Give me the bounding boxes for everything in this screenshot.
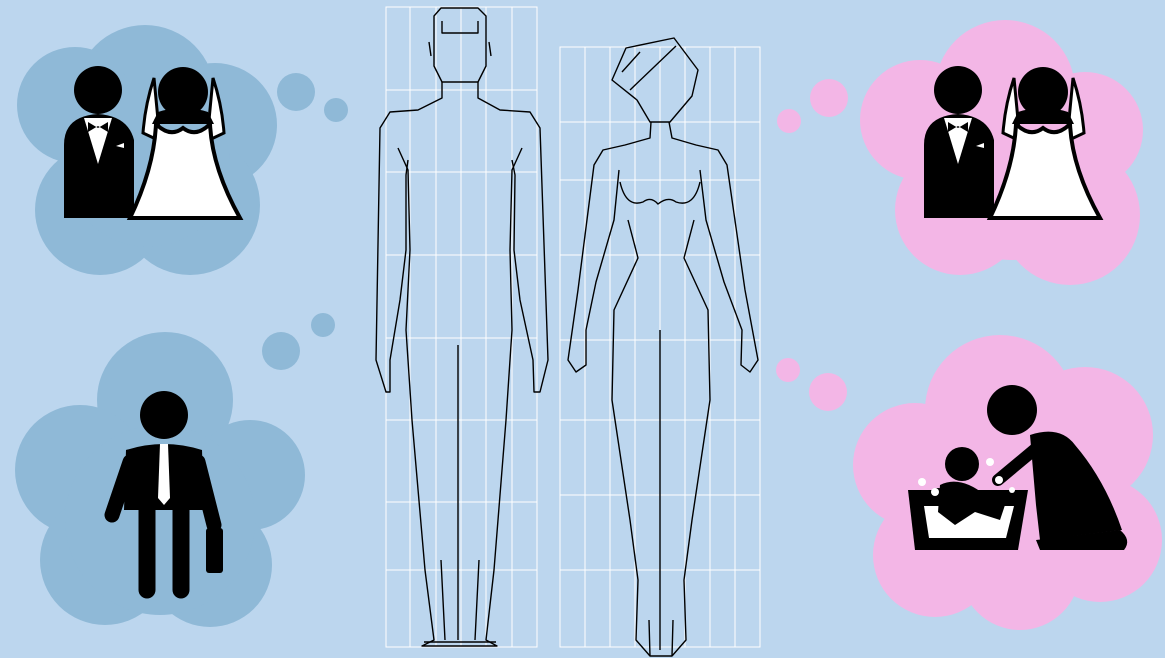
male-thought-wedding xyxy=(17,25,348,275)
female-thought-wedding xyxy=(777,20,1143,285)
female-thought-motherhood xyxy=(776,335,1162,630)
male-proportion-grid xyxy=(386,7,537,647)
male-thought-dot-small xyxy=(324,98,348,122)
female-thought-cloud xyxy=(860,20,1143,285)
male-thought-cloud xyxy=(17,25,277,275)
male-thought-career xyxy=(15,313,335,627)
male-thought-dot-large xyxy=(262,332,300,370)
female-thought-dot-large xyxy=(810,79,848,117)
female-thought-cloud xyxy=(853,335,1162,630)
female-thought-dot-small xyxy=(777,109,801,133)
male-proportion-figure xyxy=(376,8,548,646)
female-proportion-figure xyxy=(568,38,758,656)
male-thought-dot-large xyxy=(277,73,315,111)
male-thought-dot-small xyxy=(311,313,335,337)
female-thought-dot-large xyxy=(809,373,847,411)
female-thought-dot-small xyxy=(776,358,800,382)
